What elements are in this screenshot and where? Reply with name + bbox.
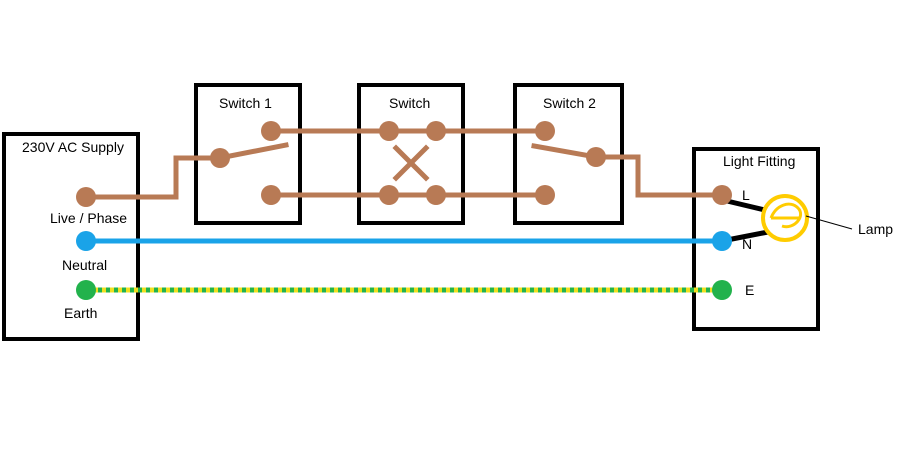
fitting-earth-label: E [745, 282, 754, 298]
lamp-neutral-lead [726, 229, 769, 243]
fitting-earth-terminal [712, 280, 732, 300]
lamp-icon [761, 194, 809, 242]
switch1-l1-terminal [261, 121, 281, 141]
fitting-live-terminal [712, 185, 732, 205]
switch2-lever [531, 143, 599, 160]
intermediate-terminal-tl [379, 121, 399, 141]
fitting-live-label: L [742, 187, 750, 203]
supply-live-terminal [76, 187, 96, 207]
switch2-common-terminal [586, 147, 606, 167]
switch2-l1-terminal [535, 121, 555, 141]
lamp-live-lead [726, 198, 766, 213]
supply-neutral-label: Neutral [62, 257, 107, 273]
switched-live-wire [593, 154, 725, 198]
switch1-common-terminal [210, 148, 230, 168]
switch1-title: Switch 1 [219, 95, 272, 111]
intermediate-cross-b [392, 144, 430, 182]
light-fitting-title: Light Fitting [723, 153, 795, 169]
lamp-label: Lamp [858, 221, 893, 237]
supply-box [2, 132, 140, 341]
supply-neutral-terminal [76, 231, 96, 251]
supply-live-label: Live / Phase [50, 210, 127, 226]
intermediate-terminal-bl [379, 185, 399, 205]
lamp-leader-line [805, 215, 853, 230]
switch2-l2-terminal [535, 185, 555, 205]
intermediate-switch-box [357, 83, 465, 225]
supply-earth-terminal [76, 280, 96, 300]
intermediate-switch-title: Switch [389, 95, 430, 111]
supply-title: 230V AC Supply [22, 139, 124, 155]
switch2-title: Switch 2 [543, 95, 596, 111]
switch1-lever [217, 142, 289, 161]
live-wiring [83, 128, 725, 200]
switch1-l2-terminal [261, 185, 281, 205]
fitting-neutral-label: N [742, 236, 752, 252]
supply-earth-label: Earth [64, 305, 97, 321]
intermediate-terminal-br [426, 185, 446, 205]
fitting-neutral-terminal [712, 231, 732, 251]
intermediate-terminal-tr [426, 121, 446, 141]
live-supply-wire [83, 155, 223, 200]
